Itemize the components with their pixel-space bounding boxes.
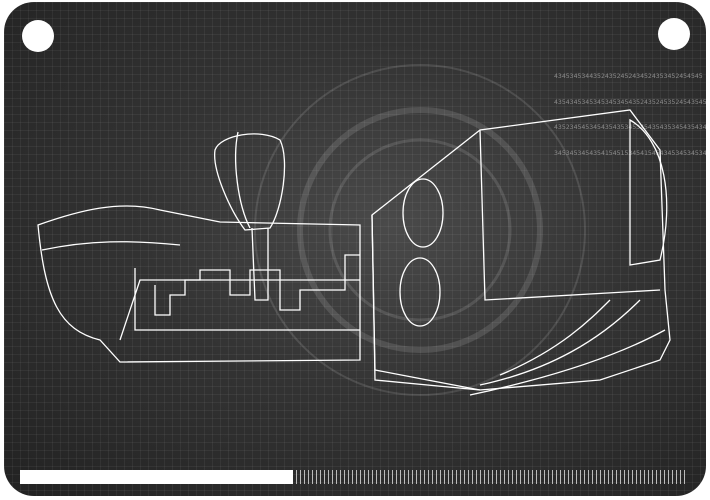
mounting-hole-right <box>658 18 690 50</box>
mounting-hole-left <box>22 20 54 52</box>
background-circle-decoration <box>254 64 586 396</box>
number-row: 4354345345345345345435243524535245435453… <box>554 97 706 106</box>
console-base <box>37 205 361 363</box>
blueprint-plate: 43453453443524352452434524353452454545 4… <box>4 2 706 496</box>
grid-background <box>4 2 706 496</box>
shift-knob <box>214 131 286 301</box>
progress-bar-fill <box>20 470 294 484</box>
number-row: 43453453443524352452434524353452454545 4… <box>554 72 706 80</box>
control-module <box>371 109 671 396</box>
progress-bar <box>20 470 686 484</box>
